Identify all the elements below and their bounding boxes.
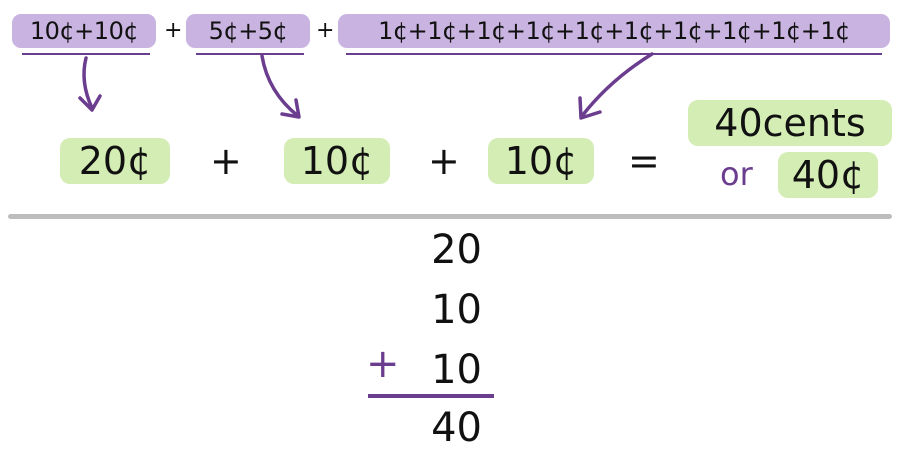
sum-nickels: 10¢ [284,138,390,184]
arrow-to-sum-1 [82,56,94,110]
or-label: or [720,155,753,193]
underline-dimes [22,53,150,55]
arrow-to-sum-2 [260,54,300,118]
sum-dimes: 20¢ [60,138,170,184]
result-cents-symbol: 40¢ [778,152,878,198]
equals-sign: = [628,139,660,183]
divider-line [8,214,892,219]
plus-sign-mid-1: + [210,139,242,183]
sum-line [368,394,494,398]
plus-sign-vertical: + [366,341,400,387]
result-cents-words: 40cents [688,100,892,146]
arrow-to-sum-3-head [578,96,602,120]
group-nickels: 5¢+5¢ [186,14,310,48]
plus-sign-top-2: + [316,18,335,43]
arrow-to-sum-2-head [280,98,301,119]
arrow-to-sum-3 [580,52,654,118]
addend-1: 20 [431,227,482,273]
addend-3: 10 [431,347,482,393]
group-pennies: 1¢+1¢+1¢+1¢+1¢+1¢+1¢+1¢+1¢+1¢ [338,14,890,48]
plus-sign-mid-2: + [428,139,460,183]
plus-sign-top-1: + [164,18,183,43]
total: 40 [431,405,482,451]
addend-2: 10 [431,287,482,333]
group-dimes: 10¢+10¢ [12,14,156,48]
underline-nickels [196,53,304,55]
underline-pennies [346,53,882,55]
sum-pennies: 10¢ [488,138,594,184]
arrow-to-sum-1-head [78,94,102,112]
